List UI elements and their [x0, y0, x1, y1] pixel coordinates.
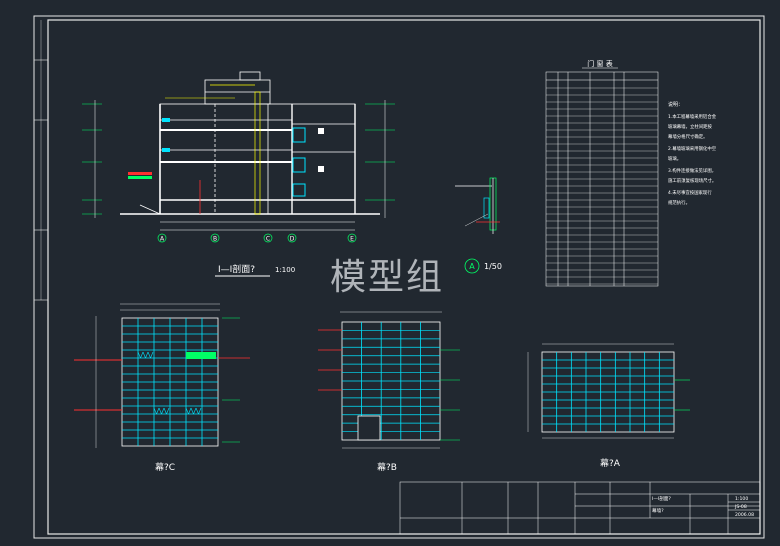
grid-line: [145, 351, 149, 359]
grid-line: [142, 351, 146, 359]
elevation-b-label: 幕?B: [377, 461, 397, 473]
detail-a-letter: A: [469, 262, 475, 271]
grid-line: [161, 407, 165, 415]
design-notes: 说明： 1.本工程幕墙采用铝合金 玻璃幕墙，立柱间距按 幕墙分格尺寸确定。 2.…: [668, 101, 717, 206]
grid-line: [166, 407, 170, 415]
detail-a-drawing: [455, 177, 500, 234]
title-block-scale: 1:100: [735, 496, 748, 502]
axis-label-a: A: [160, 236, 165, 243]
title-block: [399, 481, 761, 535]
note-line: 施工前须复核现场尺寸。: [668, 177, 716, 184]
grid-line: [158, 407, 162, 415]
detail-a-scale: 1/50: [484, 262, 502, 271]
door-window-table-rows: [546, 87, 658, 285]
grid-line: [198, 407, 202, 415]
grid-line: [193, 407, 197, 415]
axis-label-d: D: [290, 236, 295, 243]
elevation-a: [527, 343, 690, 439]
title-block-drawing-no: JS-08: [734, 504, 747, 510]
note-line: 玻璃。: [668, 155, 681, 162]
elevation-b-grid: [342, 322, 440, 440]
grid-line: [185, 407, 189, 415]
grid-line: [190, 407, 194, 415]
title-block-name2: 幕墙?: [652, 507, 664, 514]
elevation-a-label: 幕?A: [600, 457, 621, 469]
elevation-a-grid: [542, 352, 674, 432]
section-title: I—I剖面?: [218, 263, 255, 275]
section-drawing: [120, 71, 380, 231]
outer-frame: [33, 15, 765, 539]
grid-line: [140, 351, 144, 359]
elevation-b: [318, 311, 460, 449]
note-line: 3.构件连接做法见详图，: [668, 167, 716, 174]
note-line: 2.幕墙玻璃采用钢化中空: [668, 145, 717, 152]
section-level-markers: [82, 100, 395, 218]
grid-line: [137, 351, 141, 359]
section-scale: 1:100: [275, 266, 295, 274]
axis-label-b: B: [213, 236, 217, 243]
watermark: 模型组: [330, 257, 445, 298]
title-block-date: 2006.08: [735, 512, 754, 518]
grid-line: [195, 407, 199, 415]
axis-label-c: C: [266, 236, 270, 243]
grid-line: [188, 407, 192, 415]
axis-bubbles: [157, 233, 357, 243]
elevation-c-grid: [122, 318, 218, 446]
elevation-c-label: 幕?C: [155, 461, 175, 473]
note-line: 说明：: [668, 101, 683, 108]
title-block-name1: I—I剖面?: [652, 495, 671, 502]
note-line: 规范执行。: [668, 199, 690, 206]
axis-label-e: E: [350, 236, 354, 243]
grid-line: [150, 351, 154, 359]
grid-line: [153, 407, 157, 415]
detail-a-bubble: [464, 258, 480, 274]
grid-line: [163, 407, 167, 415]
elevation-c: [74, 303, 250, 448]
section-color-marks: [128, 84, 324, 215]
grid-line: [156, 407, 160, 415]
door-window-table-title: 门 窗 表: [587, 59, 612, 68]
note-line: 1.本工程幕墙采用铝合金: [668, 113, 717, 120]
grid-line: [147, 351, 151, 359]
note-line: 玻璃幕墙，立柱间距按: [668, 123, 713, 130]
note-line: 幕墙分格尺寸确定。: [668, 133, 708, 140]
note-line: 4.未尽事宜按国家现行: [668, 189, 712, 196]
